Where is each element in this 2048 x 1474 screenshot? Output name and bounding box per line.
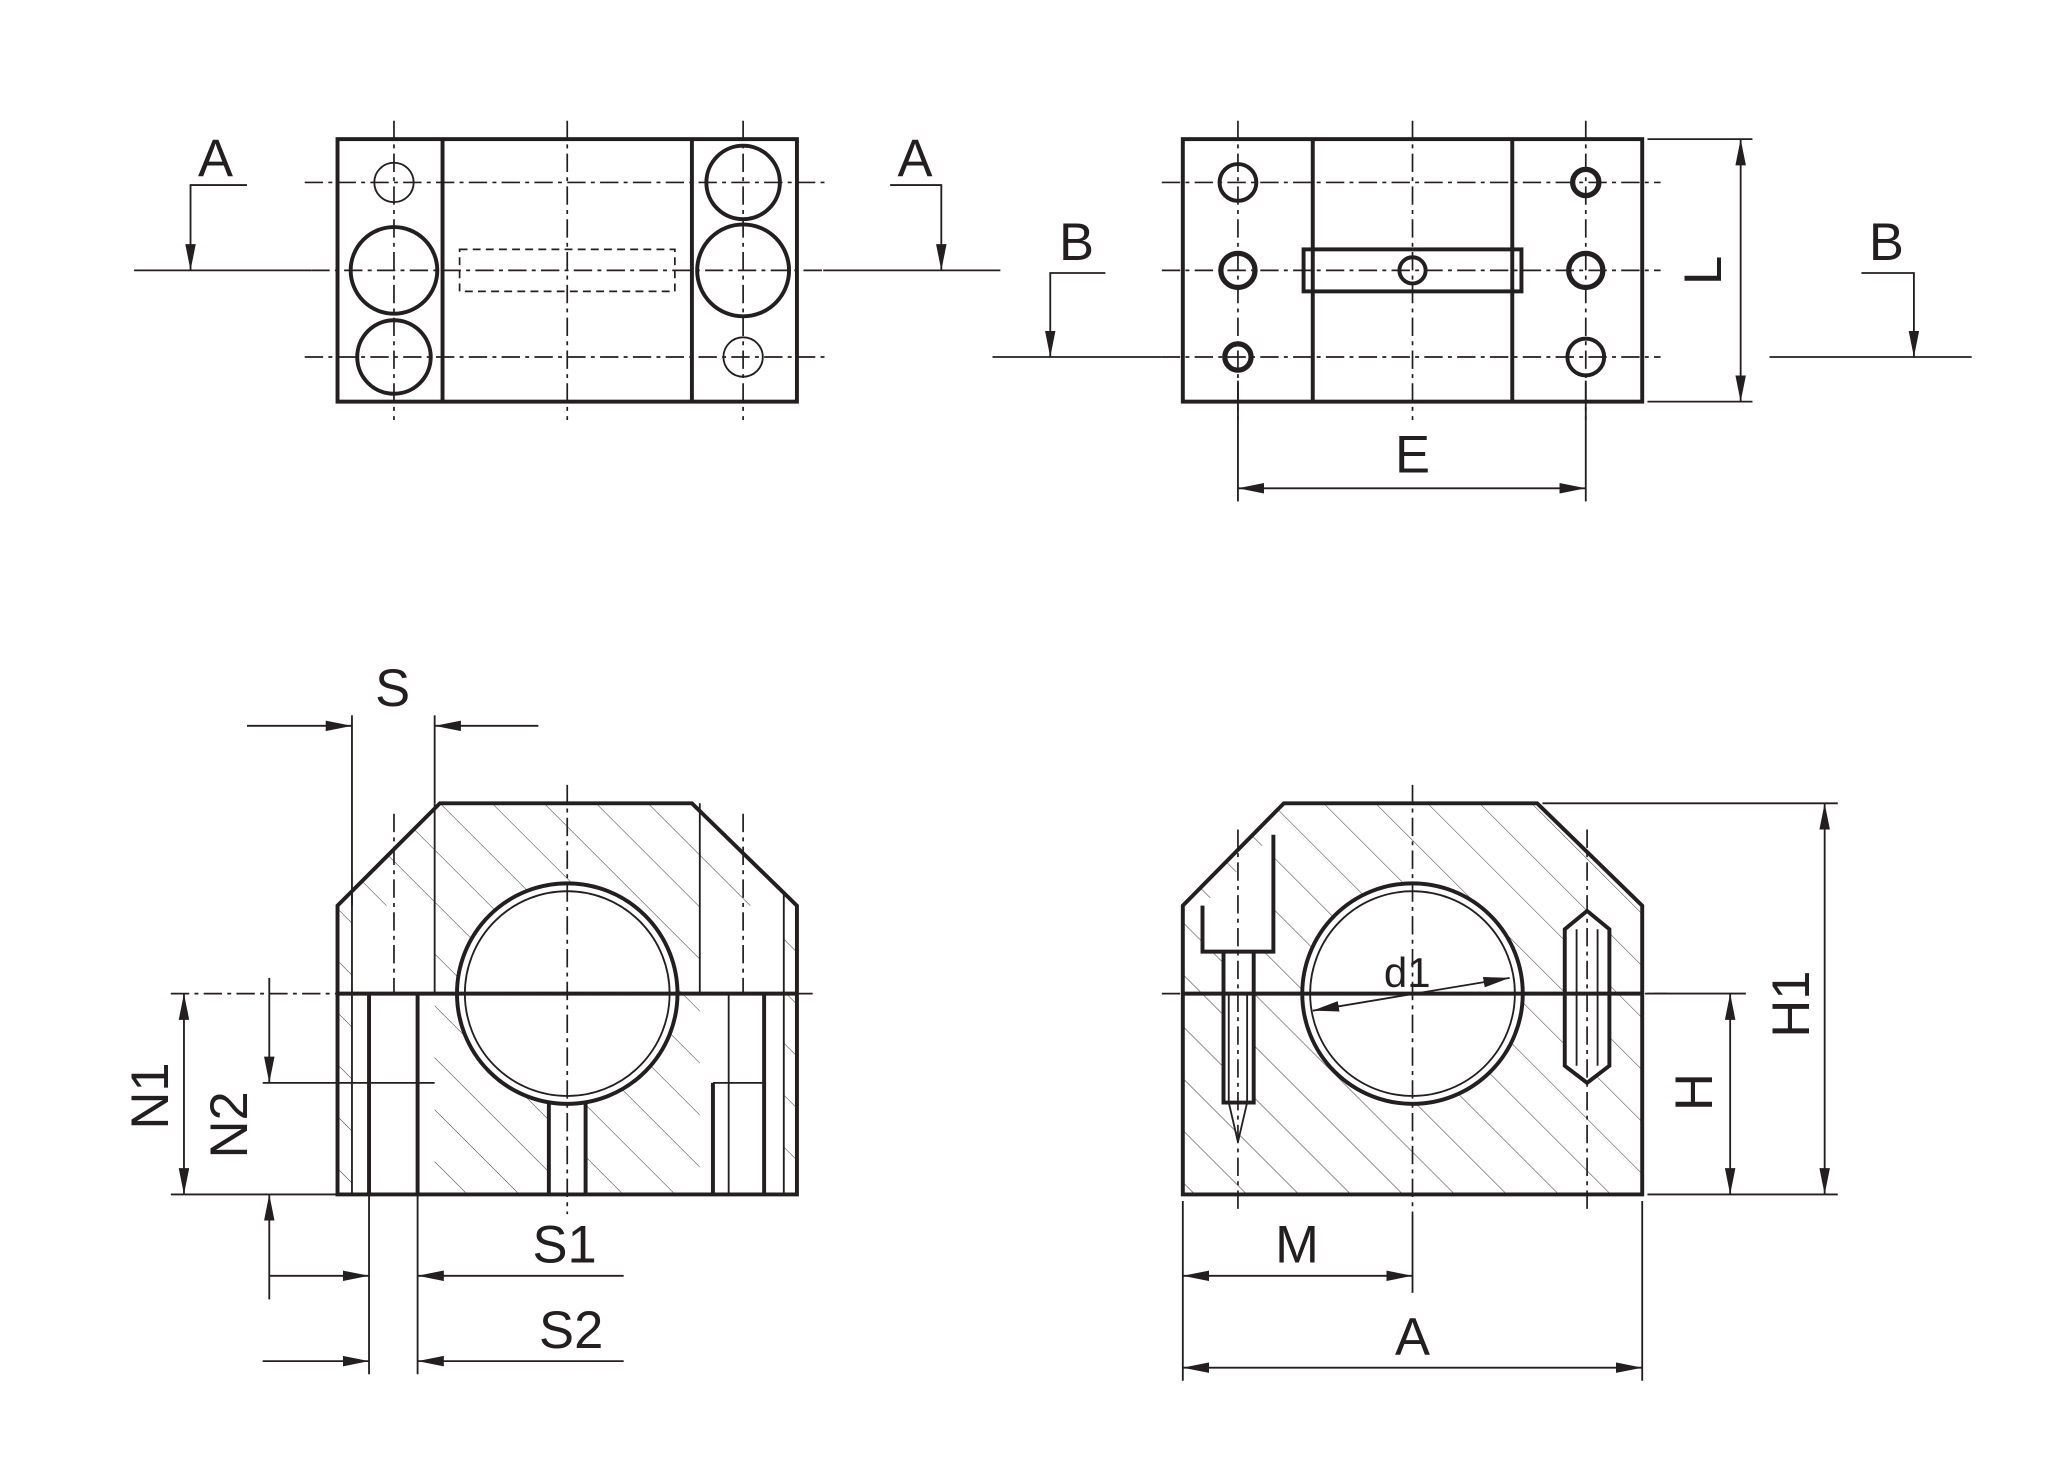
dim-label-s1: S1: [532, 1216, 596, 1275]
dim-label-s2: S2: [539, 1301, 603, 1360]
section-label-b-left: B: [1059, 213, 1094, 272]
dim-label-d1: d1: [1384, 949, 1431, 996]
dim-label-e: E: [1395, 426, 1430, 485]
dim-label-h: H: [1665, 1073, 1724, 1111]
section-label-a-left: A: [198, 129, 233, 188]
dim-label-m: M: [1275, 1216, 1319, 1275]
top-view-section-b: B B L E: [992, 120, 1972, 502]
dim-label-a: A: [1395, 1308, 1430, 1367]
section-label-a-right: A: [898, 129, 933, 188]
dim-label-s: S: [375, 659, 410, 718]
dim-label-n1: N1: [121, 1062, 180, 1129]
section-label-b-right: B: [1869, 213, 1904, 272]
dim-label-l: L: [1674, 256, 1733, 285]
section-view-b-b: d1 H H1 M A: [1161, 784, 1838, 1381]
dim-label-n2: N2: [200, 1091, 259, 1158]
dim-label-h1: H1: [1762, 971, 1821, 1038]
top-view-section-a: A A: [134, 120, 1001, 421]
section-view-a-a: S N1 N2 S1 S2: [121, 659, 814, 1375]
